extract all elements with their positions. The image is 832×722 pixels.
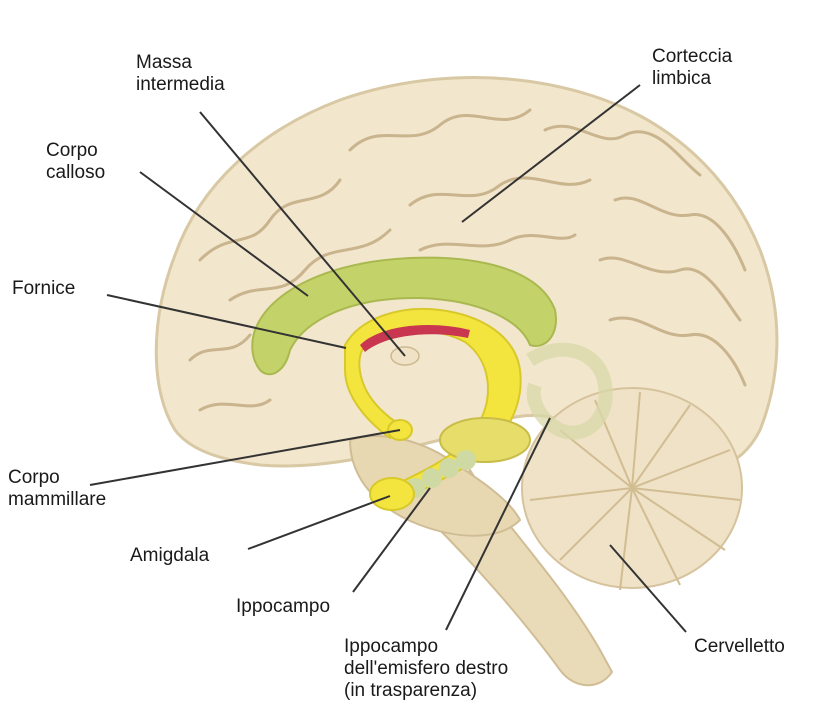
label-ippocampo-destro: Ippocampo dell'emisfero destro (in trasp… bbox=[344, 636, 508, 702]
label-corteccia-limbica: Corteccia limbica bbox=[652, 46, 732, 90]
amygdala bbox=[370, 478, 414, 510]
leader-amigdala bbox=[248, 496, 390, 549]
cerebellum bbox=[522, 388, 742, 590]
label-corpo-calloso: Corpo calloso bbox=[46, 140, 105, 184]
label-amigdala: Amigdala bbox=[130, 545, 209, 567]
label-fornice: Fornice bbox=[12, 278, 75, 300]
label-cervelletto: Cervelletto bbox=[694, 636, 785, 658]
label-massa-intermedia: Massa intermedia bbox=[136, 52, 225, 96]
label-ippocampo: Ippocampo bbox=[236, 596, 330, 618]
label-corpo-mammillare: Corpo mammillare bbox=[8, 467, 106, 511]
